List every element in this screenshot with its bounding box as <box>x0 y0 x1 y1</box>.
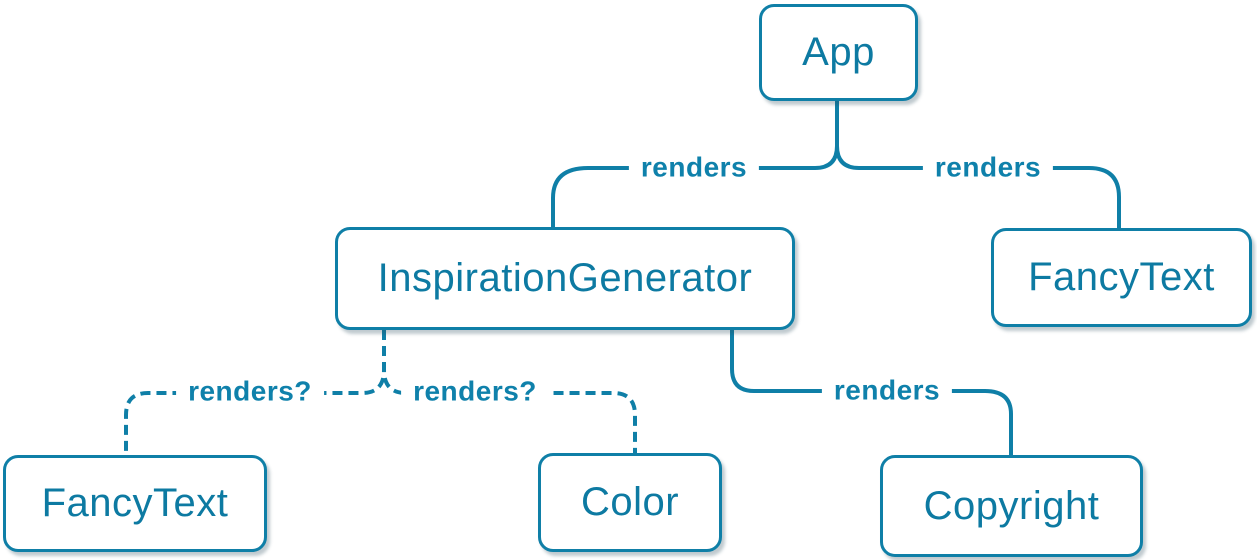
node-color: Color <box>538 453 722 552</box>
edge-label-renders-fancytext-bottom: renders? <box>176 374 324 410</box>
node-inspiration-generator: InspirationGenerator <box>335 227 795 330</box>
edge-label-renders-color: renders? <box>401 374 549 410</box>
edge-label-renders-inspirationgenerator: renders <box>628 150 760 186</box>
node-app-label: App <box>802 30 875 74</box>
node-copyright-label: Copyright <box>923 483 1100 528</box>
edge-label-renders-copyright: renders <box>821 373 953 409</box>
node-app: App <box>759 4 918 101</box>
node-color-label: Color <box>580 480 680 524</box>
node-fancy-text-top-label: FancyText <box>1028 255 1215 299</box>
edge-label-renders-fancytext-top: renders <box>922 150 1054 186</box>
node-fancy-text-bottom: FancyText <box>3 455 267 552</box>
node-fancy-text-top: FancyText <box>991 228 1252 327</box>
node-copyright: Copyright <box>880 455 1143 557</box>
node-inspiration-generator-label: InspirationGenerator <box>377 256 753 300</box>
node-fancy-text-bottom-label: FancyText <box>41 481 229 525</box>
